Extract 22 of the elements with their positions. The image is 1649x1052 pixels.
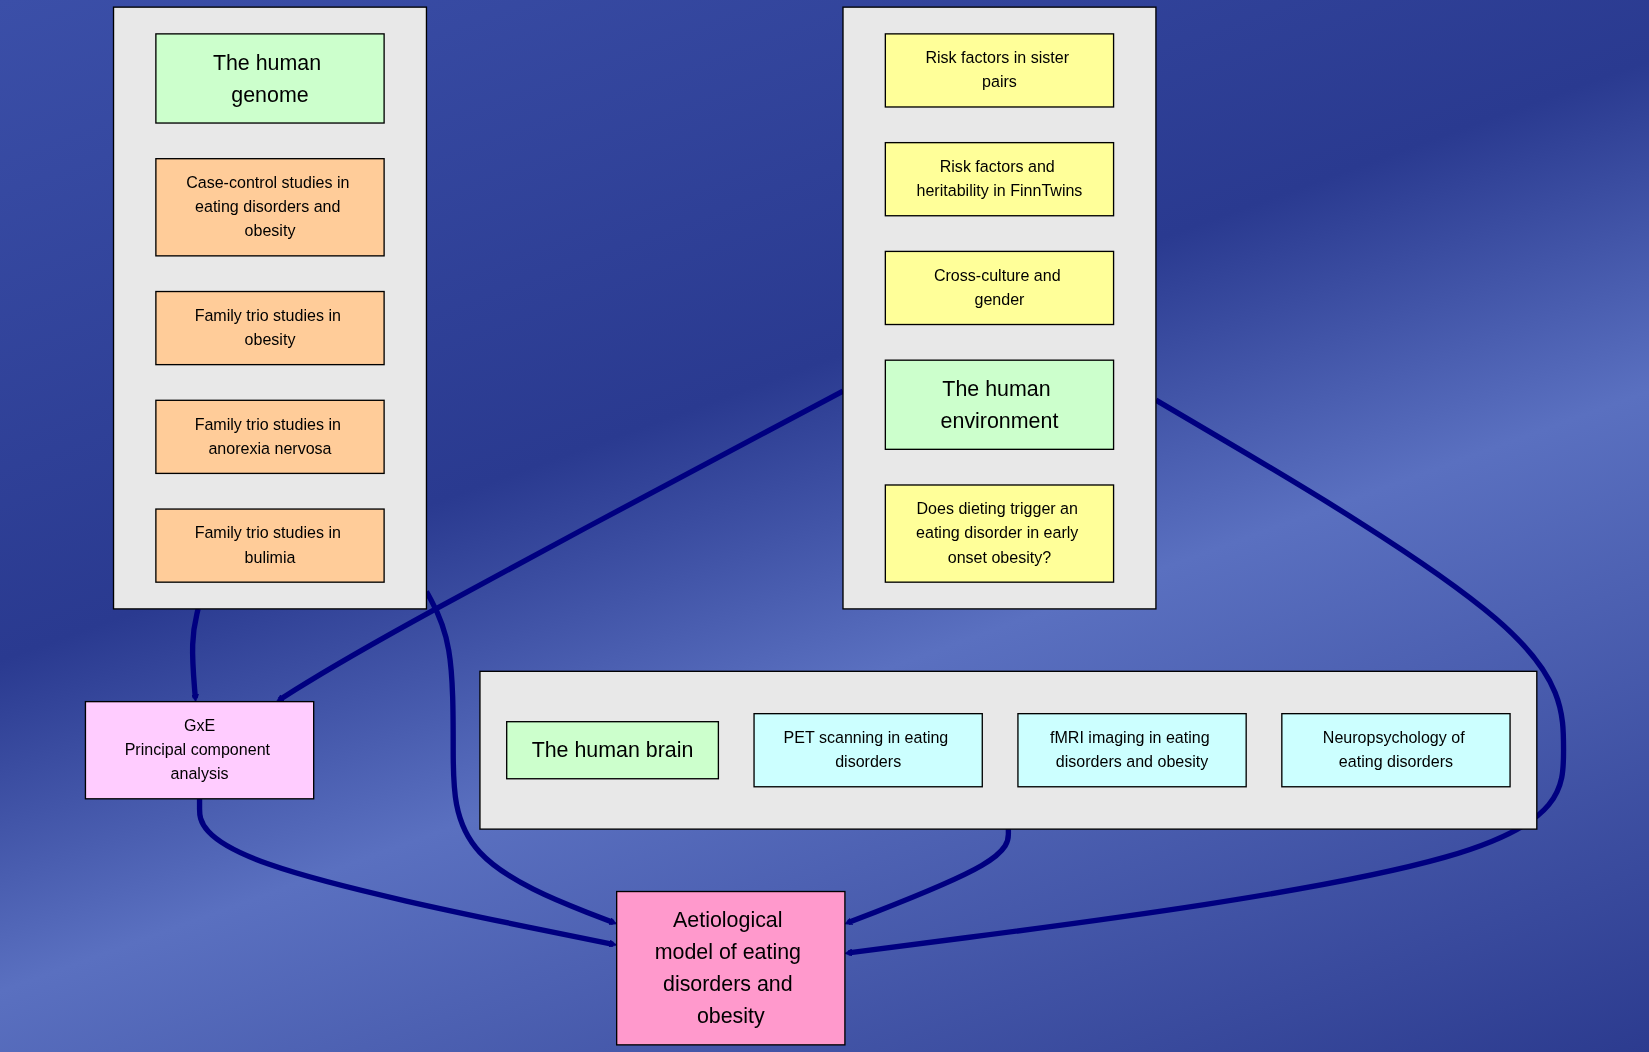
node-box: PET scanning in eating disorders	[753, 713, 983, 788]
node-box: The human environment	[884, 359, 1115, 450]
node-box: Neuropsychology of eating disorders	[1281, 713, 1511, 788]
cluster	[112, 6, 428, 610]
node-box: The human brain	[506, 721, 720, 780]
node-box: Case-control studies in eating disorders and obesity	[155, 158, 385, 257]
node-box: Risk factors in sister pairs	[884, 33, 1115, 108]
arrow	[844, 829, 1012, 926]
node-box: Aetiological model of eating disorders and obesity	[616, 890, 846, 1046]
node-box: Cross-culture and gender	[884, 250, 1115, 326]
node-box: Does dieting trigger an eating disorder in early onset obesity?	[884, 484, 1115, 583]
cluster	[479, 670, 1538, 830]
node-box: fMRI imaging in eating disorders and obesity	[1017, 713, 1247, 788]
arrow	[844, 397, 1567, 957]
node-box: Risk factors and heritability in FinnTwins	[884, 141, 1115, 217]
node-box: Family trio studies in bulimia	[155, 508, 385, 583]
arrow	[189, 608, 201, 702]
cluster	[842, 6, 1157, 610]
node-box: Family trio studies in anorexia nervosa	[155, 399, 385, 475]
node-box: GxE Principal component analysis	[84, 700, 315, 800]
node-box: Family trio studies in obesity	[155, 290, 385, 366]
node-box: The human genome	[155, 33, 385, 124]
